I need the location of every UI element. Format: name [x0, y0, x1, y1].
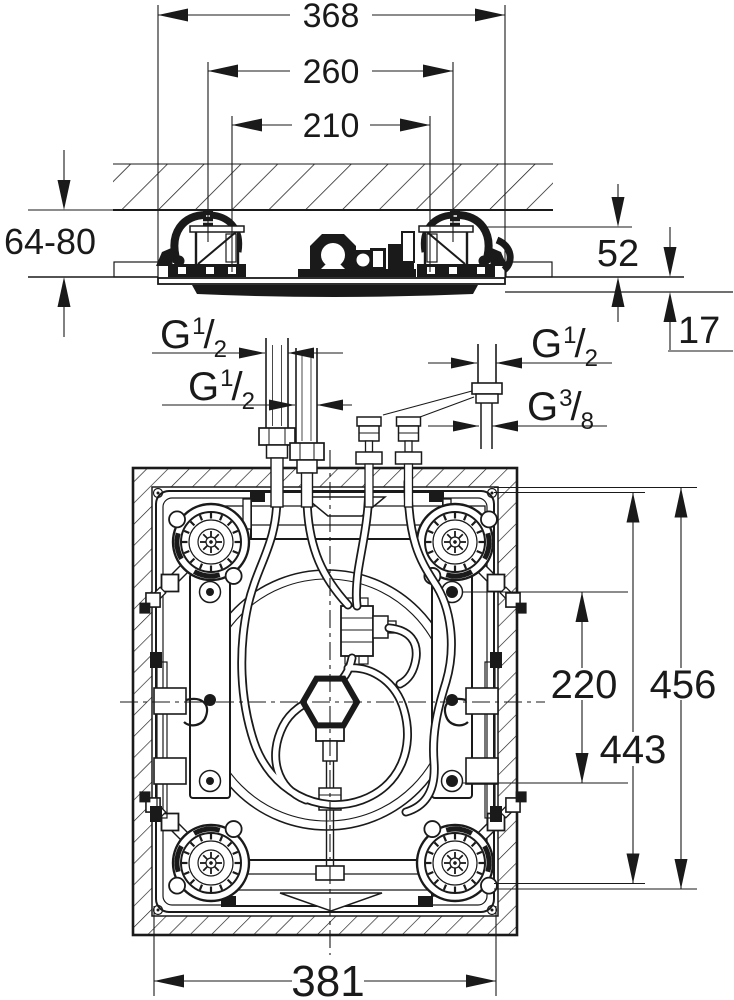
dim-panel-offset: 17 [663, 227, 733, 352]
central-valve-assembly [298, 231, 416, 277]
dim-17-label: 17 [678, 310, 720, 352]
dim-thread-right-upper: G1/2 [428, 322, 612, 372]
thread-label-right-upper: G1/2 [531, 322, 598, 372]
leader-line-1 [382, 390, 473, 416]
thread-label-left-inner: G1/2 [188, 365, 255, 415]
dim-64-80-label: 64-80 [4, 221, 96, 262]
dim-inner-spacing: 220 [551, 592, 618, 783]
dim-overall-height: 456 [650, 487, 717, 889]
stop-valve-1 [355, 416, 383, 508]
dim-381-label: 381 [291, 957, 364, 1000]
mounting-unit [156, 211, 733, 297]
edge-clamp-right [443, 652, 502, 822]
dim-368-label: 368 [303, 0, 360, 35]
dim-mounting-height: 443 [600, 492, 667, 884]
supply-pipes: G1/2 G1/2 G1/2 G3/8 [152, 313, 612, 508]
dim-52-label: 52 [597, 233, 639, 275]
hose-runs [237, 477, 456, 817]
thread-label-right-lower: G3/8 [527, 385, 594, 435]
dim-thread-right-lower: G3/8 [428, 385, 607, 435]
side-section-view: 368 260 210 64-80 [4, 0, 733, 352]
dim-ceiling-gap: 64-80 [4, 150, 114, 337]
dim-bracket-spacing: 260 [207, 53, 454, 242]
ceiling-slab [113, 163, 553, 211]
dim-overall-width: 368 [157, 0, 506, 278]
dim-260-label: 260 [303, 53, 360, 91]
dim-plan-width: 381 [153, 906, 497, 1000]
plan-view: 220 443 456 381 [105, 450, 716, 1000]
stop-valve-2 [394, 416, 423, 508]
shower-panel [157, 277, 733, 297]
dim-456-label: 456 [650, 663, 717, 707]
finished-ceiling-strips [28, 261, 684, 278]
dim-hose-spacing: 210 [231, 107, 431, 272]
dim-thread-left-outer: G1/2 [152, 313, 343, 363]
dim-thread-left-inner: G1/2 [162, 365, 352, 415]
dim-frame-height: 52 [597, 184, 639, 322]
dim-plan-right: 220 443 456 [462, 486, 717, 890]
edge-clamp-left [150, 652, 209, 822]
reducer-pipe [471, 344, 503, 449]
dim-220-label: 220 [551, 663, 618, 707]
supply-pipe-2 [289, 348, 325, 508]
mounting-rail-left [189, 573, 231, 799]
leader-line-2 [419, 396, 475, 418]
dim-210-label: 210 [303, 107, 360, 145]
thread-label-left-outer: G1/2 [160, 313, 227, 363]
dim-443-label: 443 [600, 728, 667, 772]
